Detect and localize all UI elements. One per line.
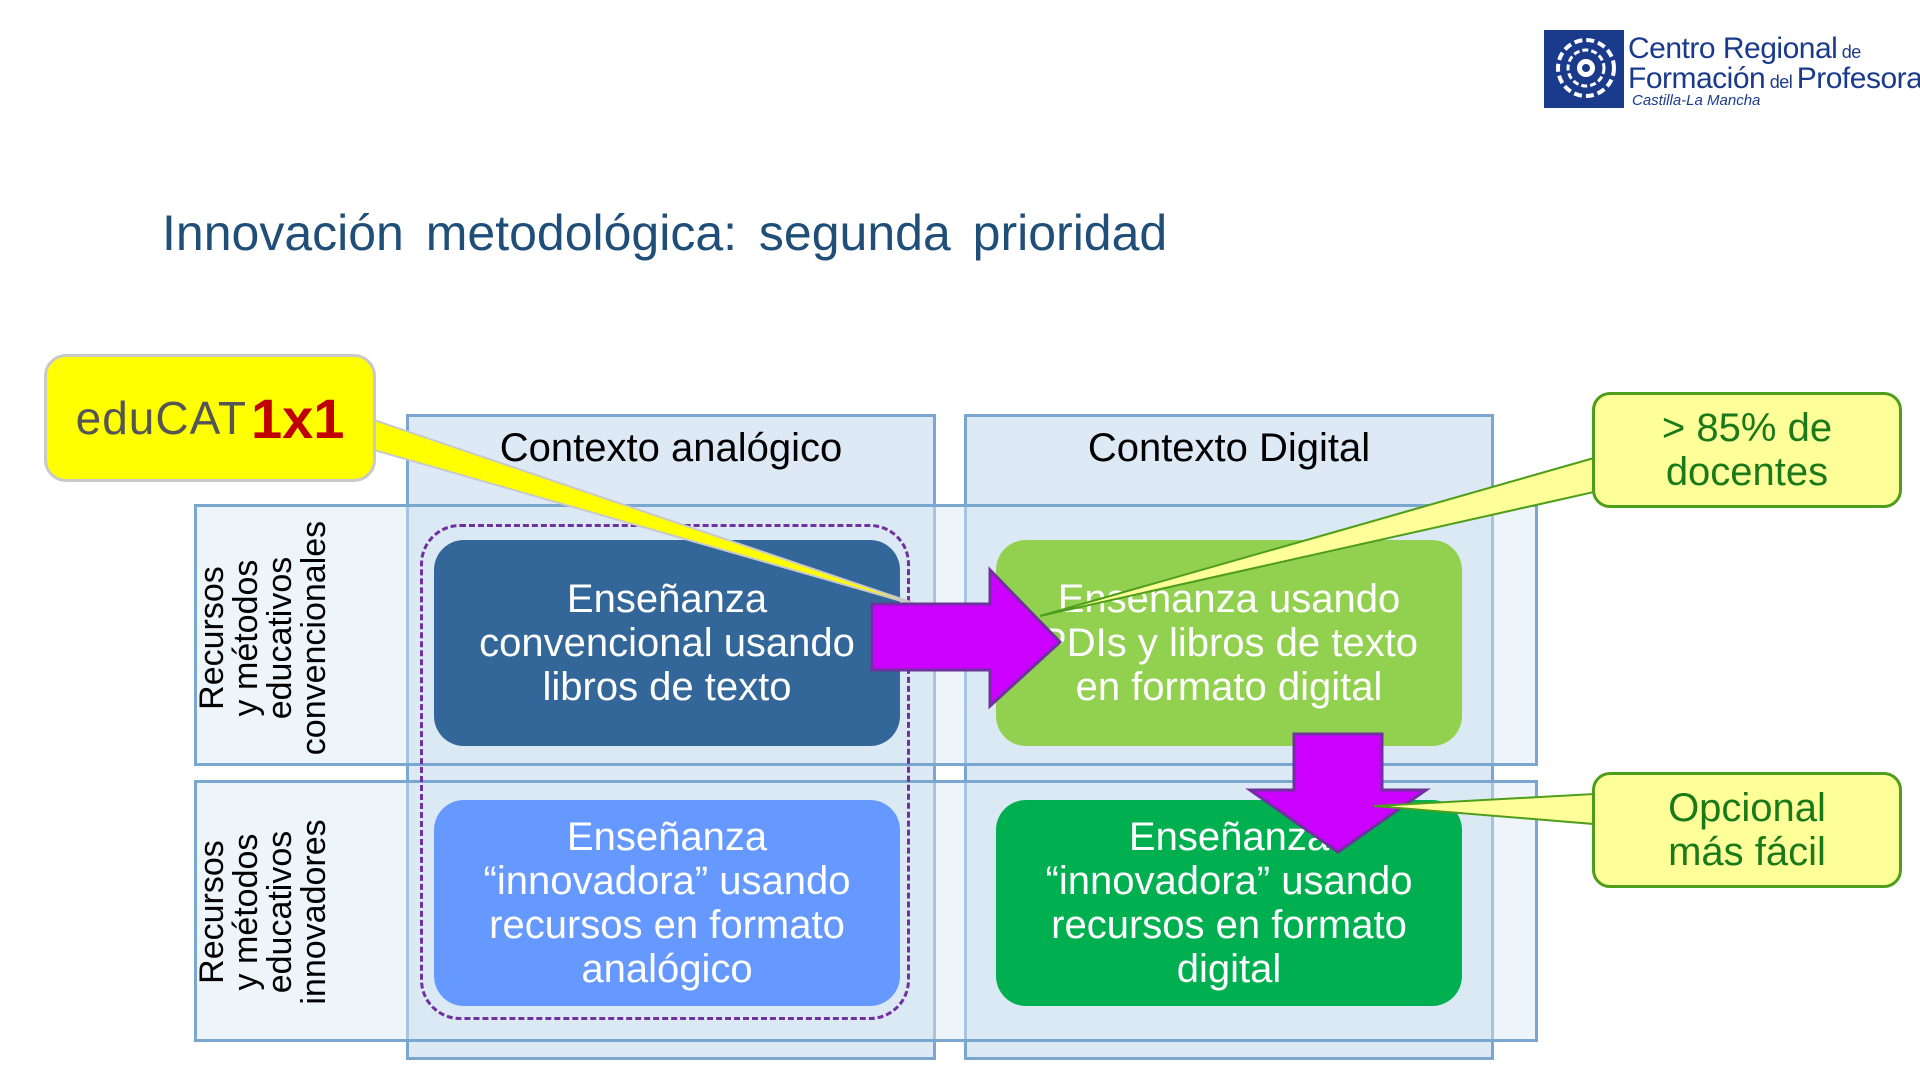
down-arrow-icon	[1245, 732, 1431, 854]
educat-text: eduCAT	[75, 392, 247, 444]
percent-callout-pointer	[1039, 456, 1595, 617]
logo-text-line2: Formación del Profesorado	[1628, 62, 1920, 95]
column-header-digital: Contexto Digital	[1087, 426, 1371, 470]
logo: Centro Regional de Formación del Profeso…	[1544, 28, 1920, 110]
slide-title: Innovación metodológica: segunda priorid…	[162, 205, 1168, 261]
educat-1x1-text: 1x1	[250, 386, 345, 450]
column-header-analog: Contexto analógico	[499, 426, 843, 470]
right-arrow-icon	[870, 566, 1063, 710]
logo-text-line3: Castilla-La Mancha	[1632, 92, 1761, 109]
logo-emblem-icon	[1544, 30, 1624, 108]
educat-pointer	[373, 418, 941, 613]
logo-text-line1: Centro Regional de	[1628, 32, 1861, 65]
